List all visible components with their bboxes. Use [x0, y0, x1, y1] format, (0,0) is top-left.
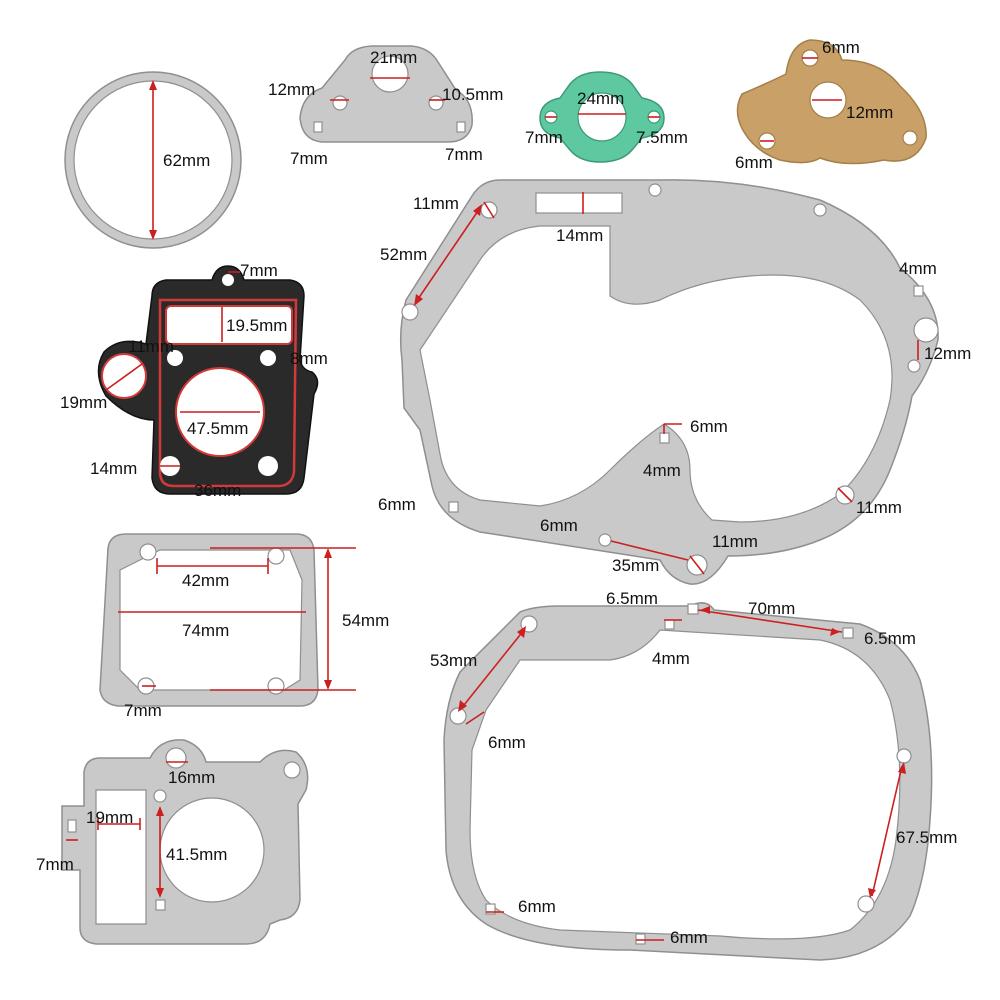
case-52-label: 52mm [380, 245, 427, 264]
head-top-label: 7mm [240, 261, 278, 280]
rc-6b-label: 6mm [518, 897, 556, 916]
cyl-41-label: 41.5mm [166, 845, 227, 864]
oil-center-label: 12mm [846, 103, 893, 122]
head-8-label: 8mm [290, 349, 328, 368]
case-6c-label: 6mm [540, 516, 578, 535]
case-14-label: 14mm [556, 226, 603, 245]
intake-gasket: 24mm 7mm 7.5mm [525, 71, 688, 163]
rc-65b-label: 6.5mm [864, 629, 916, 648]
oil-bottom-label: 6mm [735, 153, 773, 172]
ring-gasket: 62mm [64, 71, 242, 249]
cyl-16-label: 16mm [168, 768, 215, 787]
cyl-7-label: 7mm [36, 855, 74, 874]
ex-bl-label: 7mm [290, 149, 328, 168]
case-11c-label: 11mm [712, 532, 758, 551]
rc-65a-label: 6.5mm [606, 589, 658, 608]
head-19-label: 19mm [60, 393, 107, 412]
base-74-label: 74mm [182, 621, 229, 640]
ex-left-label: 12mm [268, 80, 315, 99]
exhaust-gasket: 21mm 12mm 10.5mm 7mm 7mm [268, 45, 503, 168]
case-12-label: 12mm [924, 344, 971, 363]
ex-br-label: 7mm [445, 145, 483, 164]
rc-53-label: 53mm [430, 651, 477, 670]
cyl-19-label: 19mm [86, 808, 133, 827]
rc-70-label: 70mm [748, 599, 795, 618]
head-36-label: 36mm [194, 481, 241, 500]
head-14-label: 14mm [90, 459, 137, 478]
rc-6c-label: 6mm [670, 928, 708, 947]
base-54-label: 54mm [342, 611, 389, 630]
base-42-label: 42mm [182, 571, 229, 590]
case-4b-label: 4mm [643, 461, 681, 480]
head-11-label: 11mm [128, 337, 174, 356]
head-gasket: 7mm 19.5mm 11mm 8mm 19mm 47.5mm 14mm 36m… [60, 261, 328, 500]
case-35-label: 35mm [612, 556, 659, 575]
base-7-label: 7mm [124, 701, 162, 720]
ring-dia-label: 62mm [163, 151, 210, 170]
case-6b-label: 6mm [378, 495, 416, 514]
head-bore-label: 47.5mm [187, 419, 248, 438]
oil-gasket: 6mm 12mm 6mm [735, 38, 927, 172]
intake-left-label: 7mm [525, 128, 563, 147]
oil-top-label: 6mm [822, 38, 860, 57]
rc-4-label: 4mm [652, 649, 690, 668]
case-4-label: 4mm [899, 259, 937, 278]
ex-right-label: 10.5mm [442, 85, 503, 104]
cylinder-gasket: 16mm 19mm 41.5mm 7mm [36, 739, 309, 945]
crankcase-gasket: 11mm 14mm 52mm 4mm 12mm 6mm 4mm 6mm 6mm … [378, 179, 971, 585]
intake-right-label: 7.5mm [636, 128, 688, 147]
intake-center-label: 24mm [577, 89, 624, 108]
head-port-label: 19.5mm [226, 316, 287, 335]
case-11b-label: 11mm [856, 498, 902, 517]
case-6a-label: 6mm [690, 417, 728, 436]
rc-675-label: 67.5mm [896, 828, 957, 847]
base-gasket: 42mm 74mm 54mm 7mm [99, 533, 389, 720]
case-11a-label: 11mm [413, 194, 459, 213]
rc-6a-label: 6mm [488, 733, 526, 752]
ex-top-label: 21mm [370, 48, 417, 67]
rightcover-gasket: 6.5mm 70mm 6.5mm 4mm 53mm 6mm 67.5mm 6mm… [430, 589, 957, 961]
